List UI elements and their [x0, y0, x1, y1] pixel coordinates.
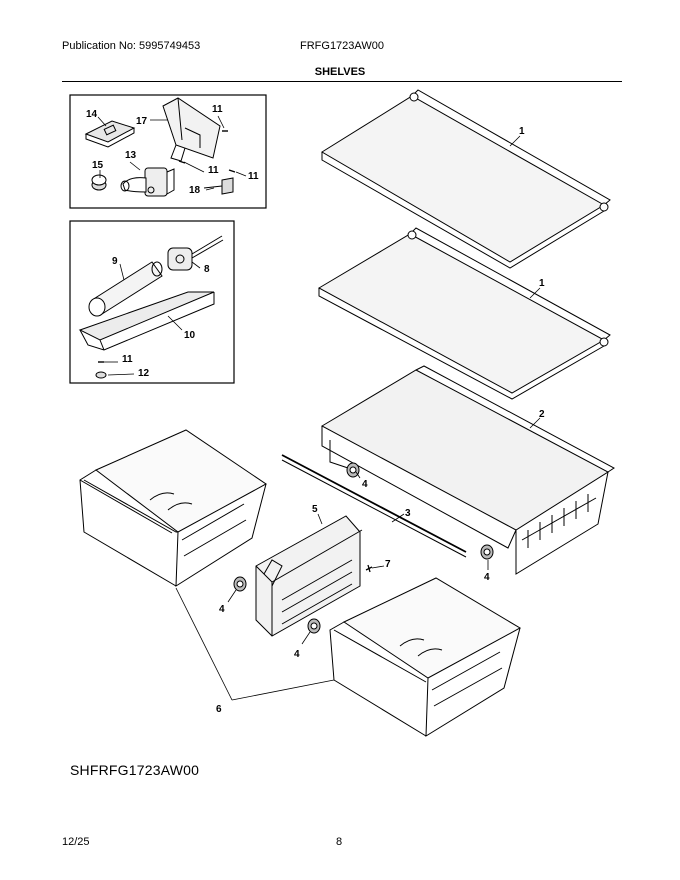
section-title: SHELVES: [314, 66, 366, 78]
crisper-drawer-left: [79, 429, 267, 587]
callout-11-d: 11: [122, 354, 133, 365]
glass-shelf-upper: [321, 89, 611, 269]
model-number: FRFG1723AW00: [300, 40, 384, 52]
callout-14: 14: [86, 109, 98, 120]
bumper-parts: [233, 462, 494, 634]
part-8-filter-head: [167, 235, 224, 271]
callout-1-upper: 1: [519, 126, 525, 137]
header-rule: [62, 81, 622, 82]
inset-box-filter: [69, 220, 235, 384]
part-7-screw: [365, 564, 373, 573]
part-10-filter-housing: [78, 291, 215, 351]
callout-4-d: 4: [294, 649, 300, 660]
callout-4-c: 4: [219, 604, 225, 615]
callout-13: 13: [125, 150, 137, 161]
callout-2: 2: [539, 409, 545, 420]
page-number: 8: [336, 836, 343, 848]
callout-1-middle: 1: [539, 278, 545, 289]
part-13-motor: [120, 167, 175, 197]
part-9-water-filter: [88, 261, 163, 317]
callout-7: 7: [385, 559, 391, 570]
crisper-cover-shelf: [320, 365, 615, 575]
callout-9: 9: [112, 256, 118, 267]
divider-gasket-strip: [281, 454, 467, 558]
part-14-bracket: [84, 120, 136, 148]
callout-15: 15: [92, 160, 104, 171]
callout-10: 10: [184, 330, 196, 341]
part-17-damper-housing: [162, 97, 221, 162]
part-11-screws-top: [178, 130, 236, 173]
callout-11-b: 11: [208, 165, 219, 176]
callout-11-c: 11: [248, 171, 259, 182]
callout-8: 8: [204, 264, 210, 275]
callout-6: 6: [216, 704, 222, 715]
callout-11-a: 11: [212, 104, 223, 115]
glass-shelf-middle: [317, 227, 611, 400]
callout-5: 5: [312, 504, 318, 515]
inset-box-damper: [69, 94, 267, 209]
callout-17: 17: [136, 116, 148, 127]
crisper-drawer-right: [329, 577, 522, 737]
part-18-clip: [203, 177, 234, 195]
publication-number: Publication No: 5995749453: [62, 40, 201, 52]
callout-leader-lines: [97, 115, 541, 701]
diagram-code: SHFRFG1723AW00: [70, 762, 200, 778]
callout-4-a: 4: [362, 479, 368, 490]
callout-18: 18: [189, 185, 201, 196]
callout-4-b: 4: [484, 572, 490, 583]
callout-12: 12: [138, 368, 150, 379]
center-divider-support: [255, 515, 363, 637]
callout-3: 3: [405, 508, 411, 519]
part-15-cap: [91, 174, 107, 191]
footer-date: 12/25: [62, 836, 90, 848]
part-12-washer: [95, 371, 107, 379]
